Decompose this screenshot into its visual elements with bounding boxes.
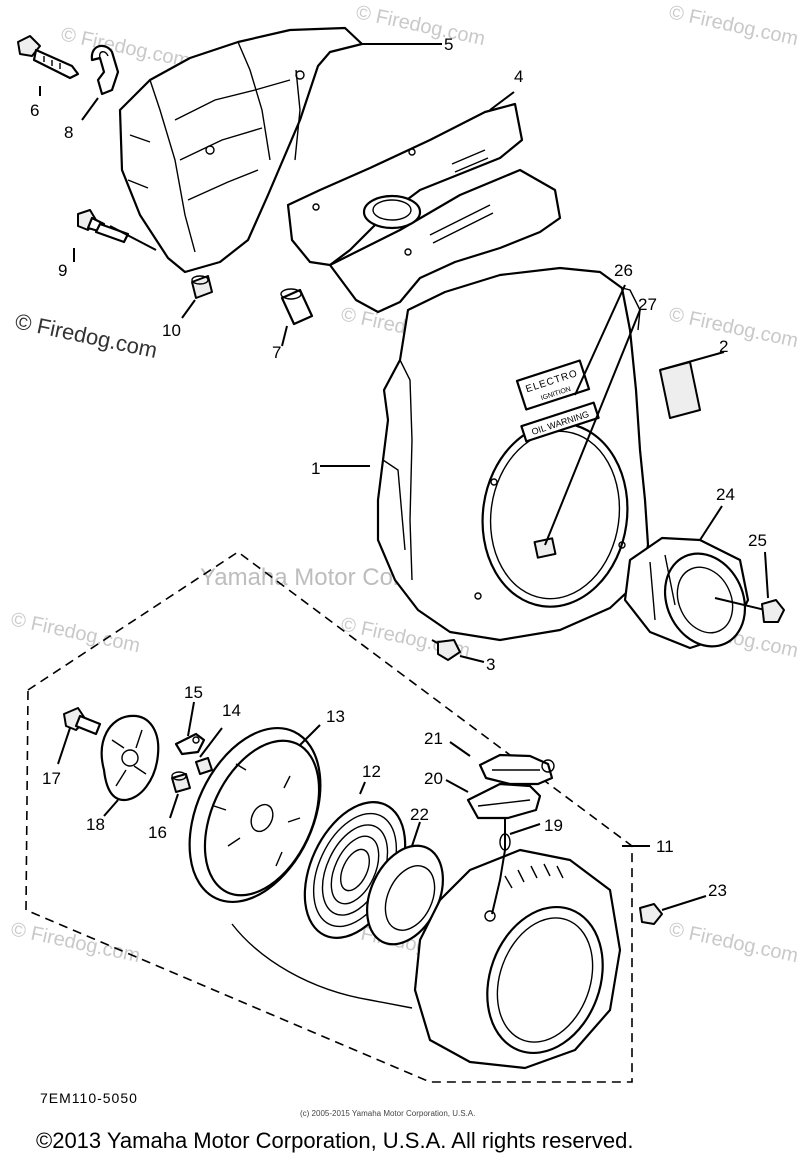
callout-1: 1 <box>311 459 320 478</box>
part-23-bolt <box>639 903 663 925</box>
recoil-starter-assembly-frame <box>25 551 633 1083</box>
part-22-spring-case <box>366 844 444 946</box>
callout-7: 7 <box>272 343 281 362</box>
part-6-bolt <box>17 35 80 80</box>
callout-labels: 1 2 3 4 5 6 7 8 9 10 11 12 13 14 15 16 1… <box>30 35 767 900</box>
part-7-collar <box>280 288 314 326</box>
part-15-ratchet-pawl <box>174 732 206 756</box>
watermark-firedog: © Firedog.com <box>9 608 142 657</box>
part-11-starter-case <box>413 848 622 1070</box>
callout-25: 25 <box>748 531 767 550</box>
part-24-starter-pulley <box>623 536 750 650</box>
part-25-bolt <box>714 597 785 623</box>
callout-9: 9 <box>58 261 67 280</box>
watermark-firedog: © Firedog.com <box>59 23 192 72</box>
part-4-air-guide <box>286 102 562 314</box>
part-8-clamp <box>90 44 120 96</box>
part-26-electro-decal: ELECTRO IGNITION <box>515 359 591 411</box>
callout-4: 4 <box>514 67 523 86</box>
part-19-starter-rope <box>491 818 511 915</box>
callout-14: 14 <box>222 701 241 720</box>
callout-24: 24 <box>716 485 735 504</box>
callout-5: 5 <box>444 35 453 54</box>
watermark-firedog: © Firedog.com <box>9 918 142 967</box>
part-14-spring <box>195 757 213 775</box>
callout-13: 13 <box>326 707 345 726</box>
callout-2: 2 <box>719 337 728 356</box>
part-17-bolt <box>63 707 102 736</box>
watermark-firedog-dark: © Firedog.com <box>13 308 160 363</box>
part-20-handle <box>466 782 542 820</box>
callout-3: 3 <box>486 655 495 674</box>
part-10-spacer <box>191 275 213 299</box>
fine-print: (c) 2005-2015 Yamaha Motor Corporation, … <box>300 1109 475 1118</box>
callout-6: 6 <box>30 101 39 120</box>
watermark-firedog: © Firedog.com <box>354 1 487 50</box>
part-9-bolt <box>77 209 130 244</box>
callout-18: 18 <box>86 815 105 834</box>
part-5-upper-shroud <box>118 26 364 274</box>
part-13-reel <box>188 726 413 1009</box>
callout-10: 10 <box>162 321 181 340</box>
callout-23: 23 <box>708 881 727 900</box>
callout-22: 22 <box>410 805 429 824</box>
callout-21: 21 <box>424 729 443 748</box>
callout-20: 20 <box>424 769 443 788</box>
callout-8: 8 <box>64 123 73 142</box>
watermark-firedog: © Firedog.com <box>667 1 800 50</box>
copyright-notice: ©2013 Yamaha Motor Corporation, U.S.A. A… <box>36 1128 633 1153</box>
part-16-spacer <box>171 771 191 793</box>
callout-12: 12 <box>362 762 381 781</box>
drawing-code: 7EM110-5050 <box>40 1090 138 1106</box>
callout-17: 17 <box>42 769 61 788</box>
callout-16: 16 <box>148 823 167 842</box>
part-3-bolt <box>431 639 461 661</box>
watermark-firedog: © Firedog.com <box>667 303 800 352</box>
callout-11: 11 <box>656 837 674 856</box>
watermark-firedog: © Firedog.com <box>667 918 800 967</box>
part-21-handle-grip <box>478 753 555 786</box>
callout-15: 15 <box>184 683 203 702</box>
callout-19: 19 <box>544 816 563 835</box>
leader-lines <box>39 43 769 911</box>
callout-26: 26 <box>614 261 633 280</box>
part-2-label <box>659 361 701 419</box>
part-18-ratchet-plate <box>100 714 160 802</box>
callout-27: 27 <box>638 295 657 314</box>
